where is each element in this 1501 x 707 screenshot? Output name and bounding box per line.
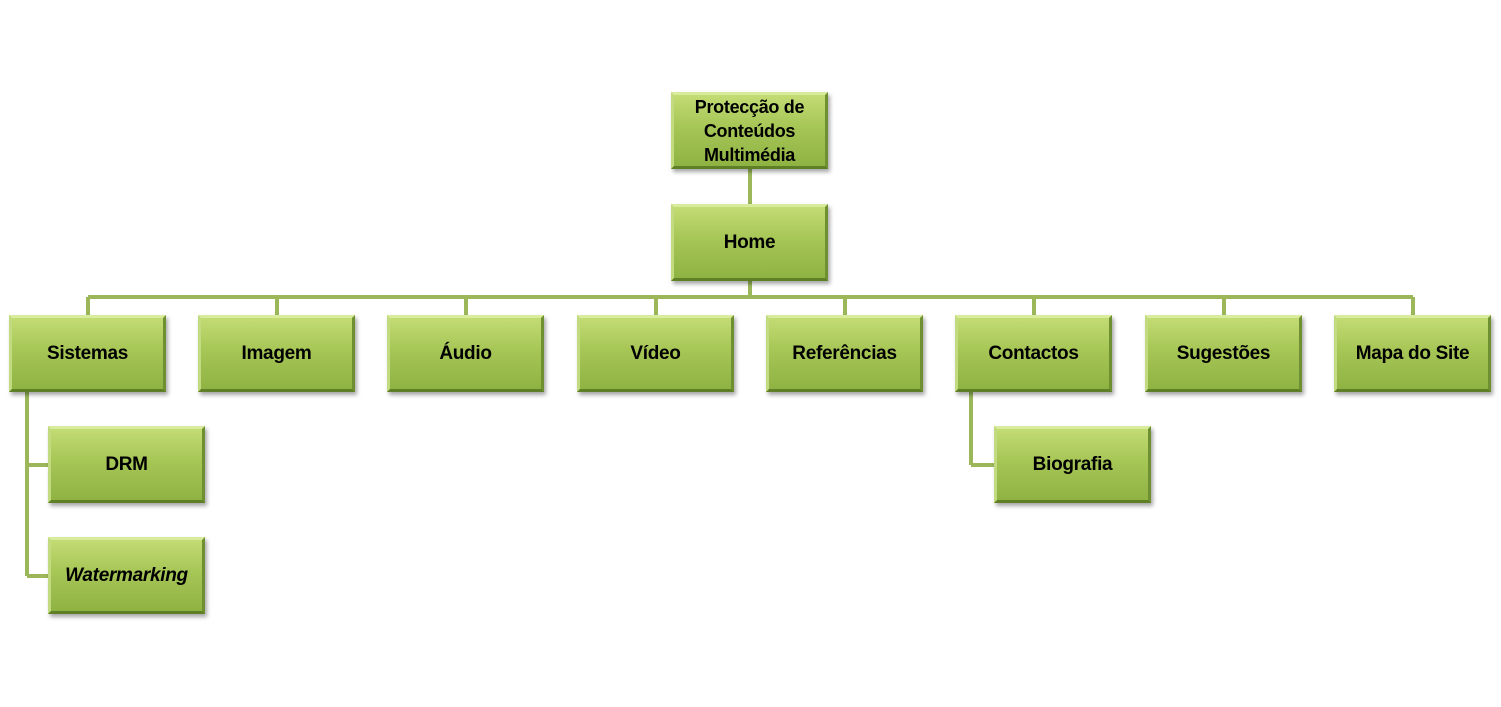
section-node-sistemas: Sistemas xyxy=(9,315,166,392)
root-label: Protecção de Conteúdos Multimédia xyxy=(694,96,805,165)
section-label: Contactos xyxy=(988,342,1079,364)
child-label: DRM xyxy=(105,453,148,475)
section-label: Sugestões xyxy=(1176,342,1271,364)
section-label: Referências xyxy=(792,342,897,364)
section-node-video: Vídeo xyxy=(577,315,734,392)
section-node-referencias: Referências xyxy=(766,315,923,392)
section-label: Sistemas xyxy=(46,342,129,364)
child-label: Watermarking xyxy=(65,564,188,586)
root-node: Protecção de Conteúdos Multimédia xyxy=(671,92,828,169)
home-node: Home xyxy=(671,204,828,281)
section-node-audio: Áudio xyxy=(387,315,544,392)
child-node-drm: DRM xyxy=(48,426,205,503)
section-node-contactos: Contactos xyxy=(955,315,1112,392)
section-node-imagem: Imagem xyxy=(198,315,355,392)
section-node-mapa-do-site: Mapa do Site xyxy=(1334,315,1491,392)
section-label: Vídeo xyxy=(630,342,681,364)
child-label: Biografia xyxy=(1032,453,1113,475)
section-label: Áudio xyxy=(439,342,492,364)
section-node-sugestoes: Sugestões xyxy=(1145,315,1302,392)
section-label: Imagem xyxy=(241,342,312,364)
child-node-watermarking: Watermarking xyxy=(48,537,205,614)
section-label: Mapa do Site xyxy=(1355,342,1470,364)
child-node-biografia: Biografia xyxy=(994,426,1151,503)
home-label: Home xyxy=(723,231,776,253)
